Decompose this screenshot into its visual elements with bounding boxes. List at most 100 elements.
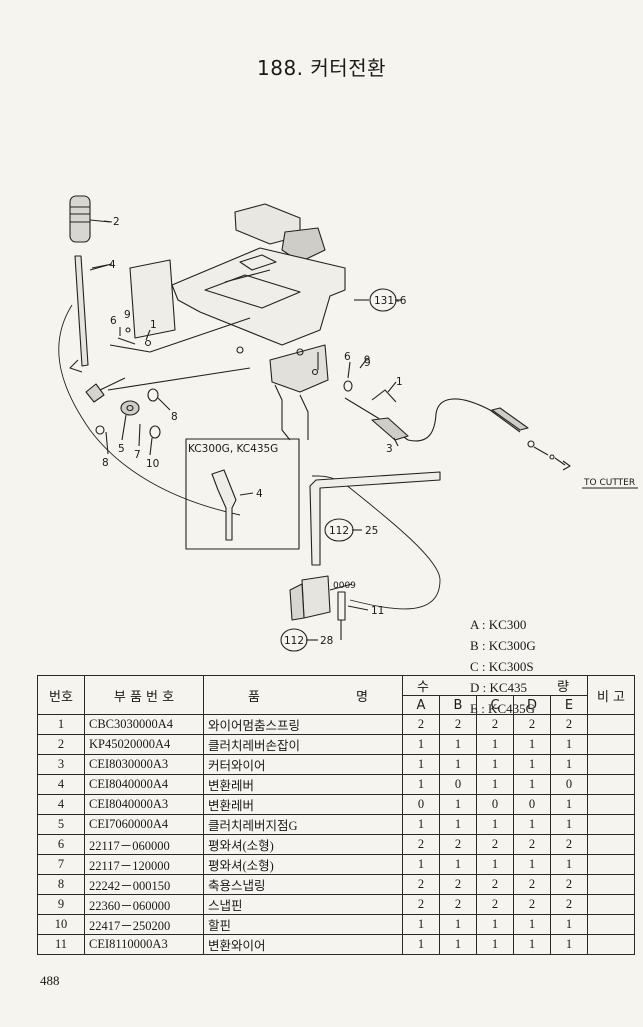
- cell-qty-e: 1: [550, 934, 588, 956]
- cell-qty-c: 2: [476, 714, 514, 736]
- cell-qty-a: 2: [402, 874, 440, 896]
- cell-qty-a: 1: [402, 754, 440, 776]
- cell-qty-e: 1: [550, 734, 588, 756]
- callout-4-detail: 4: [256, 488, 263, 500]
- callout-25: 25: [365, 525, 378, 537]
- callout-11: 11: [371, 605, 384, 617]
- bracket-28: [289, 575, 353, 640]
- cell-part-no: 22117－060000: [84, 834, 204, 856]
- header-qty-a: A: [402, 694, 440, 716]
- cell-qty-c: 1: [476, 934, 514, 956]
- legend-c: C : KC300S: [470, 659, 534, 674]
- cell-qty-d: 2: [513, 834, 551, 856]
- cell-name: 클러치레버지점G: [203, 814, 403, 836]
- lever-grip-part: [69, 195, 111, 243]
- cell-no: 11: [37, 934, 85, 956]
- to-cutter-label: TO CUTTER: [583, 478, 635, 488]
- small-note: 0009: [333, 581, 356, 591]
- cell-part-no: 22117－120000: [84, 854, 204, 876]
- header-qty-left: 수: [417, 680, 429, 695]
- legend-a: A : KC300: [470, 617, 527, 632]
- cell-qty-b: 2: [439, 894, 477, 916]
- cell-remark: [587, 774, 635, 796]
- callout-1-right: 1: [396, 376, 403, 388]
- cell-qty-b: 1: [439, 734, 477, 756]
- callout-1: 1: [150, 319, 157, 331]
- cell-qty-a: 2: [402, 834, 440, 856]
- cell-qty-c: 2: [476, 894, 514, 916]
- cell-no: 6: [37, 834, 85, 856]
- cell-qty-b: 2: [439, 834, 477, 856]
- cell-qty-b: 2: [439, 714, 477, 736]
- cell-qty-c: 1: [476, 734, 514, 756]
- cell-qty-d: 0: [513, 794, 551, 816]
- cell-qty-d: 2: [513, 874, 551, 896]
- cell-name: 평와셔(소형): [203, 854, 403, 876]
- legend-b: B : KC300G: [470, 638, 536, 653]
- cutter-wire: [344, 397, 638, 489]
- header-part-no: 부 품 번 호: [84, 674, 204, 716]
- callout-112-ref: 112: [329, 525, 349, 537]
- cell-qty-e: 2: [550, 874, 588, 896]
- cell-qty-e: 0: [550, 774, 588, 796]
- cell-qty-a: 2: [402, 894, 440, 916]
- cell-qty-b: 0: [439, 774, 477, 796]
- cell-remark: [587, 734, 635, 756]
- cell-qty-a: 0: [402, 794, 440, 816]
- page-title: 188. 커터전환: [257, 56, 386, 80]
- cell-part-no: 22417－250200: [84, 914, 204, 936]
- cell-qty-c: 0: [476, 794, 514, 816]
- cell-qty-e: 1: [550, 914, 588, 936]
- cell-qty-e: 1: [550, 814, 588, 836]
- page-number: 488: [40, 973, 60, 988]
- header-name-right: 명: [356, 689, 368, 705]
- cell-remark: [587, 834, 635, 856]
- callout-112-ref-b: 112: [284, 635, 304, 647]
- cell-remark: [587, 934, 635, 956]
- cell-name: 변환레버: [203, 774, 403, 796]
- cell-qty-d: 2: [513, 894, 551, 916]
- cell-part-no: 22242－000150: [84, 874, 204, 896]
- cell-no: 2: [37, 734, 85, 756]
- cell-qty-d: 1: [513, 854, 551, 876]
- cell-qty-c: 1: [476, 774, 514, 796]
- cell-qty-c: 1: [476, 854, 514, 876]
- cell-qty-e: 2: [550, 834, 588, 856]
- cell-name: 클러치레버손잡이: [203, 734, 403, 756]
- callout-5: 5: [118, 443, 125, 455]
- header-no: 번호: [37, 674, 85, 716]
- cell-remark: [587, 894, 635, 916]
- cell-name: 평와셔(소형): [203, 834, 403, 856]
- cell-qty-a: 1: [402, 774, 440, 796]
- cell-qty-b: 1: [439, 934, 477, 956]
- cell-remark: [587, 914, 635, 936]
- cell-remark: [587, 874, 635, 896]
- cell-no: 7: [37, 854, 85, 876]
- cell-qty-a: 2: [402, 714, 440, 736]
- header-qty-c: C: [476, 694, 514, 716]
- cell-qty-d: 1: [513, 934, 551, 956]
- cell-no: 10: [37, 914, 85, 936]
- cell-remark: [587, 754, 635, 776]
- detail-box: [185, 438, 300, 550]
- cell-qty-a: 1: [402, 854, 440, 876]
- callout-28: 28: [320, 635, 333, 647]
- exploded-parts-diagram: 2 4 9 6 1 131 -6 6 9 8 1 3 8 5 7 10 KC30…: [58, 195, 638, 652]
- header-qty-e: E: [550, 694, 588, 716]
- header-name: 품 명: [203, 674, 403, 716]
- callout-9: 9: [124, 309, 131, 321]
- callout-4: 4: [109, 259, 116, 271]
- cell-qty-b: 1: [439, 914, 477, 936]
- cell-qty-b: 1: [439, 854, 477, 876]
- change-lever-25: [309, 471, 441, 566]
- pivot-hardware: [85, 367, 251, 439]
- cell-no: 4: [37, 774, 85, 796]
- cell-remark: [587, 854, 635, 876]
- cell-name: 와이어멈춤스프링: [203, 714, 403, 736]
